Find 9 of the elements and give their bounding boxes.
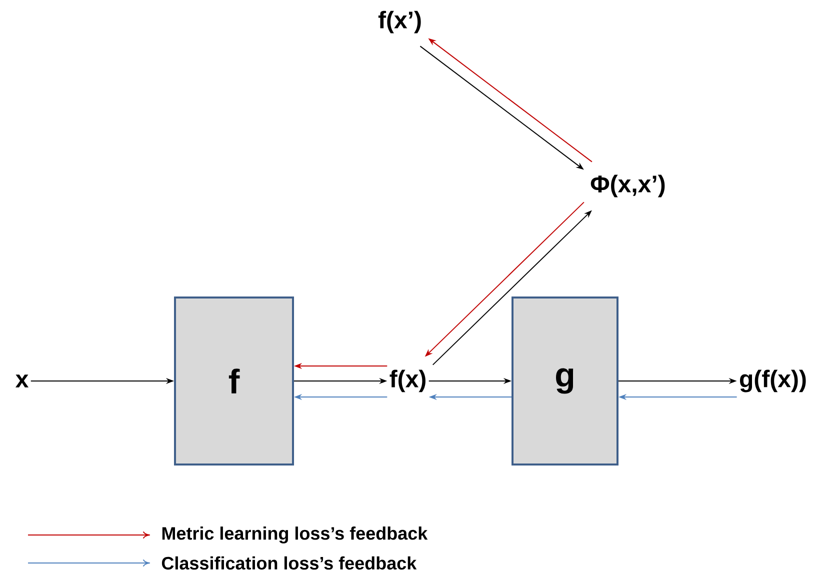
math-label: f(x) bbox=[390, 370, 426, 392]
math-label: x bbox=[16, 374, 28, 388]
function-box: f bbox=[174, 296, 294, 466]
math-label: g(f(x)) bbox=[740, 370, 806, 392]
legend-text: Classification loss’s feedback bbox=[162, 556, 417, 570]
function-box: g bbox=[512, 296, 618, 466]
math-label: f(x’) bbox=[378, 10, 421, 34]
math-label: Φ(x,x’) bbox=[590, 174, 665, 198]
legend-text: Metric learning loss’s feedback bbox=[162, 526, 428, 544]
